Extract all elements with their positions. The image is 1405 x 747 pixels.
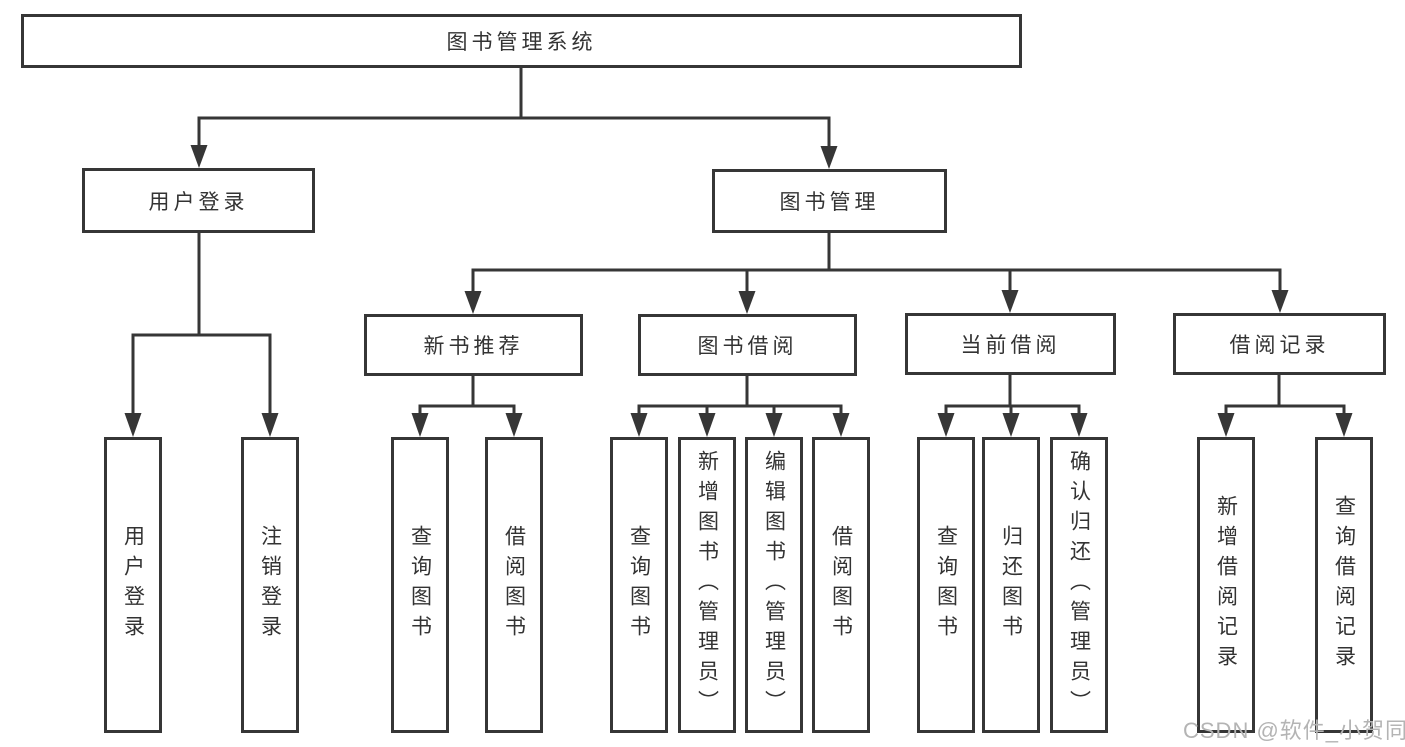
leaf-borrow-books-2: 借阅图书: [812, 437, 870, 733]
leaf-add-books-admin: 新增图书（管理员）: [678, 437, 736, 733]
connector-root-to-level1: [190, 66, 838, 169]
leaf-query-borrow-record: 查询借阅记录: [1315, 437, 1373, 733]
node-borrowing-records: 借阅记录: [1173, 313, 1386, 375]
connector-current-borrowing-children: [937, 373, 1088, 437]
node-book-borrowing: 图书借阅: [638, 314, 857, 376]
node-current-borrowing: 当前借阅: [905, 313, 1116, 375]
connector-user-login-children: [124, 231, 279, 437]
leaf-query-books-2: 查询图书: [610, 437, 668, 733]
node-book-management: 图书管理: [712, 169, 947, 233]
node-root: 图书管理系统: [21, 14, 1022, 68]
node-user-login: 用户登录: [82, 168, 315, 233]
leaf-logout: 注销登录: [241, 437, 299, 733]
node-new-book-recommend: 新书推荐: [364, 314, 583, 376]
connector-borrowing-records-children: [1217, 373, 1353, 437]
leaf-add-borrow-record: 新增借阅记录: [1197, 437, 1255, 733]
connector-book-management-children: [464, 231, 1289, 314]
connector-book-borrowing-children: [630, 374, 850, 437]
leaf-edit-books-admin: 编辑图书（管理员）: [745, 437, 803, 733]
leaf-user-login: 用户登录: [104, 437, 162, 733]
leaf-return-books: 归还图书: [982, 437, 1040, 733]
leaf-query-books-1: 查询图书: [391, 437, 449, 733]
leaf-query-books-3: 查询图书: [917, 437, 975, 733]
leaf-confirm-return-admin: 确认归还（管理员）: [1050, 437, 1108, 733]
watermark: CSDN @软件_小贺同学: [1183, 718, 1405, 743]
connector-new-book-recommend-children: [411, 374, 523, 437]
leaf-borrow-books-1: 借阅图书: [485, 437, 543, 733]
